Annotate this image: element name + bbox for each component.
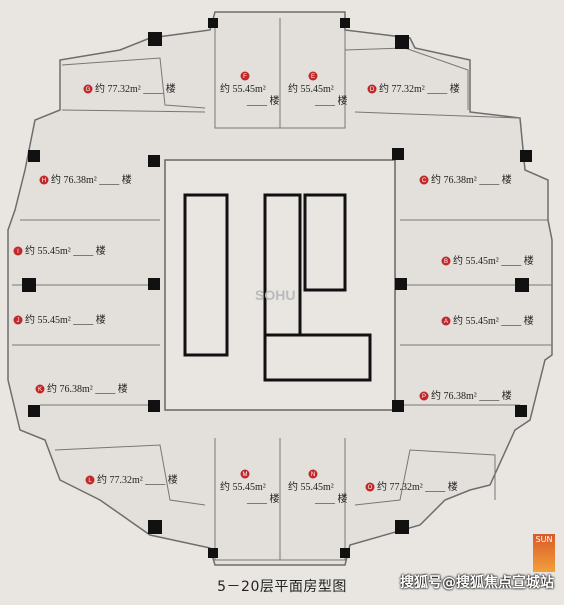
unit-badge [441,316,451,326]
sun-badge: SUN [533,534,555,572]
unit-badge [35,384,45,394]
wall [61,57,206,109]
unit-label-g: G 约 77.32m² ____ 楼 [83,82,176,95]
unit-area: 约 77.32m² ____ 楼 [379,82,460,95]
unit-badge [367,84,377,94]
unit-floor: ____ 楼 [246,94,280,107]
unit-letter: K [38,387,42,393]
unit-label-o: O 约 77.32m² ____ 楼 [365,480,458,493]
unit-letter: O [368,485,373,491]
unit-badge [83,84,93,94]
unit-label-f: F 约 55.45m²____ 楼 [220,71,280,107]
unit-label-c: C 约 76.38m² ____ 楼 [419,173,512,186]
unit-letter: P [422,394,426,400]
unit-badge [85,475,95,485]
core [164,159,396,411]
unit-badge [39,175,49,185]
unit-letter: N [311,472,315,478]
unit-letter: A [444,319,448,325]
unit-label-h: H 约 76.38m² ____ 楼 [39,173,132,186]
unit-area: 约 55.45m² [220,480,266,493]
unit-floor: ____ 楼 [314,492,348,505]
wall [54,444,206,506]
unit-label-a: A 约 55.45m² ____ 楼 [441,314,534,327]
unit-area: 约 55.45m² ____ 楼 [25,244,106,257]
unit-letter: B [444,259,448,265]
watermark: 搜狐号@搜狐焦点宣城站 [400,575,554,591]
unit-letter: E [311,74,315,80]
unit-label-e: E 约 55.45m²____ 楼 [288,71,348,107]
unit-letter: C [422,178,427,184]
unit-floor: ____ 楼 [246,492,280,505]
unit-letter: M [243,472,248,478]
unit-area: 约 76.38m² ____ 楼 [431,389,512,402]
unit-label-m: M 约 55.45m²____ 楼 [220,469,280,505]
unit-area: 约 55.45m² [220,82,266,95]
wall [61,109,206,113]
unit-badge [13,246,23,256]
unit-label-b: B 约 55.45m² ____ 楼 [441,254,534,267]
unit-badge [240,71,250,81]
unit-label-l: L 约 77.32m² ____ 楼 [85,473,178,486]
unit-badge [365,482,375,492]
elevator-block-2 [263,333,372,382]
unit-letter: I [17,249,19,255]
columns [22,18,532,558]
unit-label-n: N 约 55.45m²____ 楼 [288,469,348,505]
unit-letter: J [17,318,20,324]
unit-area: 约 76.38m² ____ 楼 [47,382,128,395]
plan-caption: 5－20层平面房型图 [217,579,347,595]
unit-area: 约 55.45m² [288,82,334,95]
unit-area: 约 55.45m² ____ 楼 [453,314,534,327]
unit-label-d: D 约 77.32m² ____ 楼 [367,82,460,95]
core-logo: SOHU [255,287,295,303]
unit-area: 约 77.32m² ____ 楼 [97,473,178,486]
unit-area: 约 55.45m² [288,480,334,493]
unit-area: 约 76.38m² ____ 楼 [51,173,132,186]
unit-badge [308,469,318,479]
unit-badge [240,469,250,479]
unit-letter: G [86,87,91,93]
unit-floor: ____ 楼 [314,94,348,107]
unit-area: 约 77.32m² ____ 楼 [377,480,458,493]
unit-badge [13,315,23,325]
unit-letter: H [42,178,46,184]
unit-label-p: P 约 76.38m² ____ 楼 [419,389,512,402]
unit-label-j: J 约 55.45m² ____ 楼 [13,313,106,326]
unit-area: 约 76.38m² ____ 楼 [431,173,512,186]
unit-badge [419,391,429,401]
unit-area: 约 55.45m² ____ 楼 [25,313,106,326]
unit-area: 约 77.32m² ____ 楼 [95,82,176,95]
stair-right [303,193,347,292]
unit-badge [419,175,429,185]
unit-letter: L [88,478,92,484]
wall [354,449,496,506]
unit-letter: D [370,87,375,93]
unit-letter: F [243,74,247,80]
unit-label-k: K 约 76.38m² ____ 楼 [35,382,128,395]
wall [344,47,469,110]
unit-area: 约 55.45m² ____ 楼 [453,254,534,267]
wall [354,111,521,119]
unit-badge [441,256,451,266]
unit-label-i: I 约 55.45m² ____ 楼 [13,244,106,257]
stair-left [183,193,229,357]
unit-badge [308,71,318,81]
